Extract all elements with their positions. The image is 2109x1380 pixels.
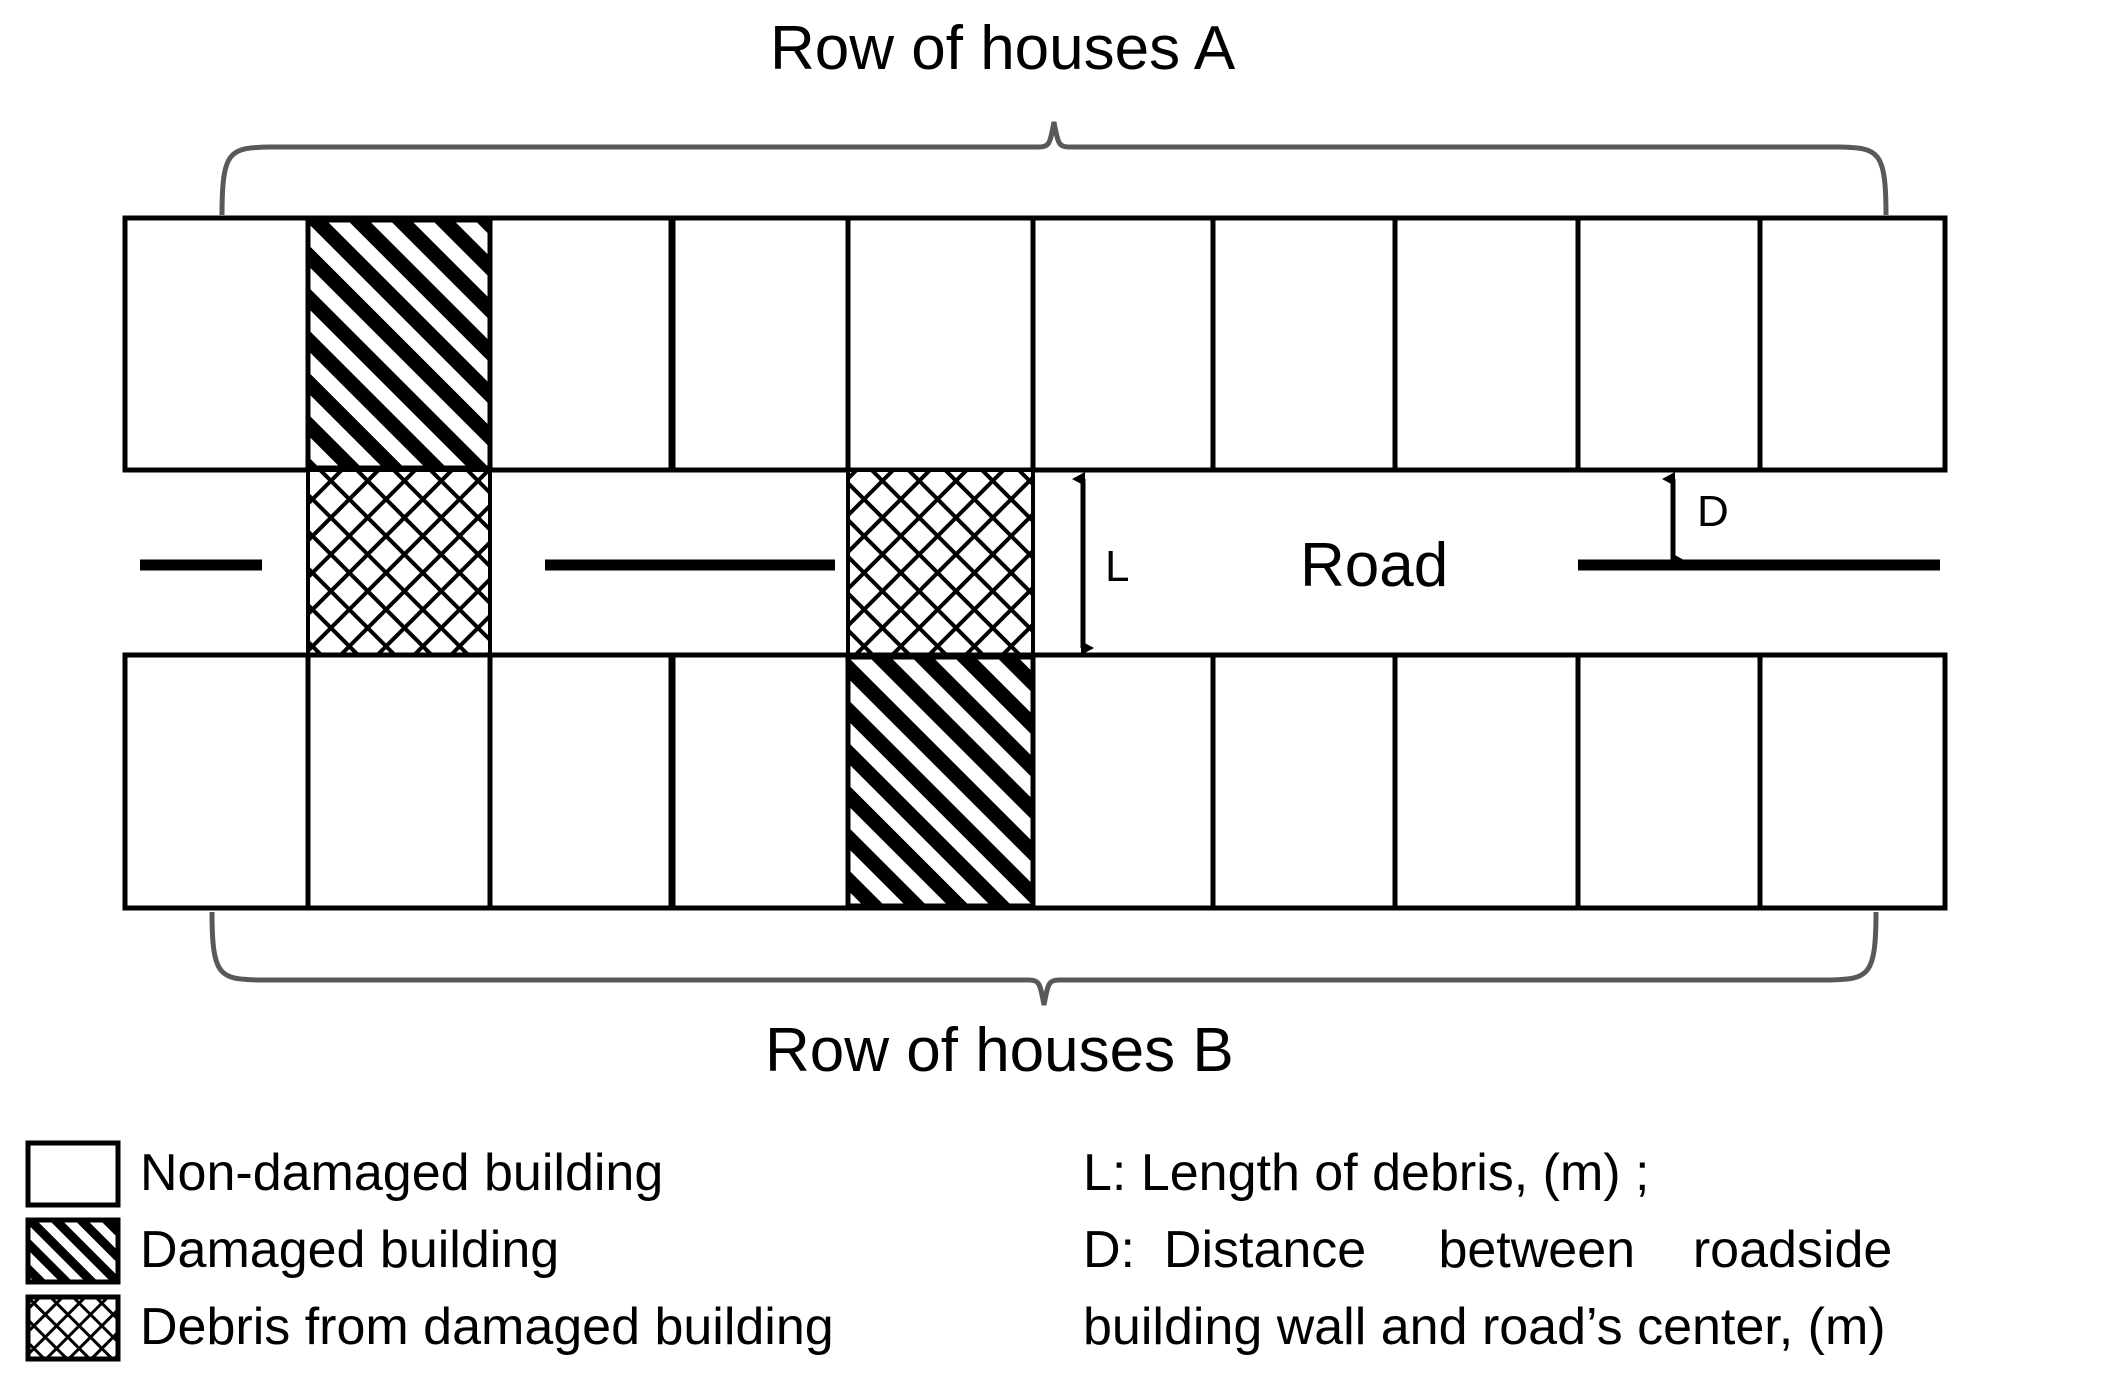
- legend-swatch-non-damaged: [25, 1140, 121, 1208]
- row-of-houses-a: [122, 215, 1948, 473]
- dimension-label-l: L: [1105, 542, 1130, 591]
- debris-block-a: [306, 468, 492, 657]
- definition-length-of-debris: L: Length of debris, (m) ;: [1083, 1144, 1650, 1202]
- legend-swatch-debris: [25, 1294, 121, 1362]
- dimension-label-d: D: [1697, 487, 1729, 536]
- definition-distance-line-2: building wall and road’s center, (m): [1083, 1298, 1886, 1356]
- row-a-title: Row of houses A: [770, 14, 1236, 83]
- legend-label-damaged: Damaged building: [140, 1221, 560, 1279]
- top-brace: [219, 121, 1889, 216]
- legend-label-debris: Debris from damaged building: [140, 1298, 834, 1356]
- road-area: [125, 467, 1945, 658]
- bottom-brace: [209, 911, 1879, 1006]
- legend-swatch-damaged: [25, 1217, 121, 1285]
- row-b-title: Row of houses B: [765, 1016, 1234, 1085]
- row-of-houses-b: [122, 652, 1948, 911]
- legend-label-non-damaged: Non-damaged building: [140, 1144, 664, 1202]
- legend-swatches: [25, 1140, 121, 1362]
- road-label: Road: [1300, 531, 1449, 600]
- building-b5-damaged: [845, 654, 1036, 909]
- definition-distance-line-1: D: Distance between roadside: [1083, 1221, 1893, 1279]
- debris-block-b: [846, 468, 1035, 657]
- building-a2-damaged: [305, 217, 493, 471]
